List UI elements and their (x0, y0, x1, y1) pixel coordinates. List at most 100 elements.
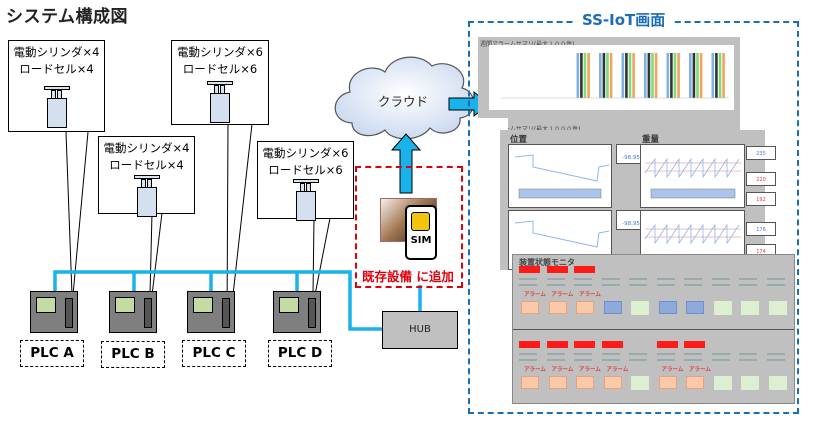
device-reading (656, 359, 675, 361)
device-status-icon (686, 376, 704, 389)
leader-c1 (226, 123, 229, 323)
sim-card-icon: SIM (405, 205, 437, 260)
plc-a-label: PLC A (20, 340, 84, 367)
weight-trend-2 (644, 223, 741, 245)
device-reading (519, 359, 537, 361)
summary-bar (673, 53, 677, 98)
device-reading (546, 353, 565, 355)
loadcell-count: ロードセル×6 (268, 163, 343, 177)
device-status-icon (768, 376, 787, 390)
summary-bar (651, 53, 654, 98)
alarm-badge (519, 266, 540, 273)
monitor-title: 装置状態モニタ (519, 258, 575, 267)
alarm-status: アラーム (606, 367, 629, 373)
device-status-icon (768, 301, 787, 315)
device-reading (739, 278, 757, 280)
cylinder-icon (43, 86, 70, 130)
callout-leaders (65, 123, 331, 323)
alarm-status: アラーム (689, 367, 711, 373)
cloud-label: クラウド (378, 94, 429, 109)
summary-bar (576, 53, 580, 98)
summary-bar (625, 53, 628, 98)
weight-upper-1: 220 (746, 172, 776, 186)
cylinder-count: 電動シリンダ×4 (103, 141, 190, 155)
device-reading (629, 353, 647, 355)
device-status-icon (713, 376, 732, 390)
device-reading (574, 284, 592, 286)
device-status-icon (521, 376, 539, 389)
weight-trend-1 (644, 157, 741, 199)
summary-bar (711, 53, 715, 98)
plc-a-unit (30, 291, 78, 333)
device-reading (766, 284, 785, 286)
device-status-icon (548, 376, 567, 389)
trend-screen: 位置 重量 -98.95 -98.95 235 220 192 176 (500, 130, 776, 270)
plc-d-unit (273, 291, 321, 333)
leader-c2 (229, 123, 253, 323)
device-reading (766, 359, 785, 361)
plc-c-unit (187, 291, 235, 333)
device-reading (546, 284, 565, 286)
device-reading (574, 359, 592, 361)
device-reading (739, 359, 757, 361)
summary-bar (628, 53, 632, 98)
device-status-icon (603, 301, 622, 314)
hub: HUB (382, 311, 458, 349)
weight-title: 重量 (642, 135, 660, 145)
plc-d-label: PLC D (268, 340, 332, 367)
monitor-divider (513, 329, 794, 330)
summary-bar (599, 53, 602, 98)
summary-bar (696, 53, 699, 98)
summary-bar (632, 53, 635, 98)
leader-b1 (149, 212, 153, 296)
cylinder-icon (133, 175, 160, 219)
leader-b2 (151, 212, 163, 296)
summary-bar (666, 53, 670, 98)
cylinder-count: 電動シリンダ×6 (177, 45, 263, 59)
addition-label: 既存設備 に追加 (362, 269, 454, 284)
position-trend-2 (514, 220, 610, 248)
device-status-icon (548, 301, 567, 314)
device-reading (629, 359, 647, 361)
device-status-icon (658, 301, 677, 314)
device-reading (656, 353, 675, 355)
alarm-status: アラーム (551, 292, 574, 298)
device-reading (601, 359, 620, 361)
device-reading (519, 284, 537, 286)
summary-bar (609, 53, 613, 98)
alarm-status: アラーム (661, 367, 684, 373)
device-reading (629, 284, 647, 286)
position-chart-1 (508, 144, 612, 208)
leader-a1 (65, 131, 73, 296)
device-reading (684, 359, 702, 361)
alarm-badge (546, 266, 568, 273)
device-reading (601, 278, 620, 280)
device-monitor-screen: 装置状態モニタ アラームアラームアラームアラームアラームアラームアラームアラーム… (512, 254, 795, 404)
summary-bar (670, 53, 673, 98)
weekly-summary-title: 週間アラームサマリ(最大１００件) (480, 39, 575, 48)
device-reading (656, 284, 675, 286)
summary-bar (699, 53, 703, 98)
loadcell-count: ロードセル×4 (109, 158, 184, 172)
weekly-summary-chart (489, 45, 734, 110)
summary-bar (689, 53, 692, 98)
summary-bar (621, 53, 625, 98)
device-reading (684, 353, 702, 355)
device-reading (656, 278, 675, 280)
callout-plc-a: 電動シリンダ×4 ロードセル×4 (8, 40, 105, 132)
device-reading (519, 278, 537, 280)
callout-plc-c: 電動シリンダ×6 ロードセル×6 (171, 40, 269, 125)
monthly-summary-title: 月間アラームサマリ(最大１０００件) (480, 124, 581, 133)
device-status-icon (576, 301, 594, 314)
device-reading (601, 284, 620, 286)
device-reading (574, 278, 592, 280)
summary-bar (606, 53, 609, 98)
device-reading (684, 284, 702, 286)
alarm-status: アラーム (551, 367, 574, 373)
summary-bar (587, 53, 590, 98)
summary-bar (692, 53, 696, 98)
cylinder-count: 電動シリンダ×6 (262, 146, 349, 160)
alarm-status: アラーム (524, 292, 546, 298)
summary-bar (715, 53, 718, 98)
summary-bar (654, 53, 658, 98)
